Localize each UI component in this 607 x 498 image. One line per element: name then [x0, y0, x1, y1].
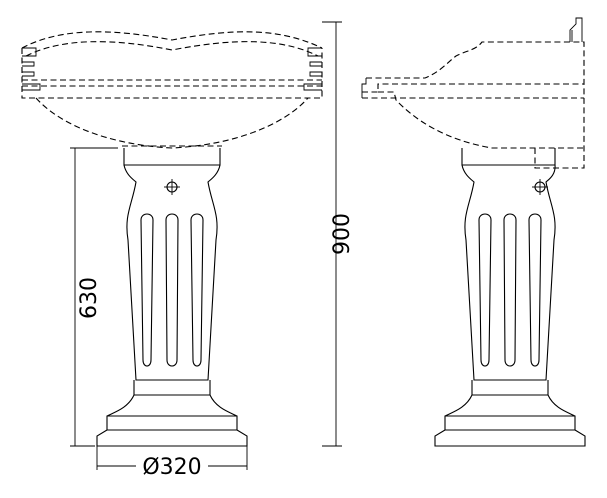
side-view [361, 17, 586, 447]
front-pedestal [96, 148, 248, 447]
dimension-630: 630 [70, 147, 118, 447]
dimension-diameter-label: Ø320 [142, 455, 201, 480]
front-view: 630 Ø320 [21, 31, 323, 480]
dimension-900-label: 900 [330, 213, 355, 255]
front-basin [21, 31, 323, 149]
side-pedestal [434, 148, 586, 447]
dimension-630-label: 630 [77, 277, 102, 319]
dimension-diameter: Ø320 [96, 446, 248, 480]
side-basin [361, 17, 585, 169]
dimension-900: 900 [322, 21, 355, 447]
